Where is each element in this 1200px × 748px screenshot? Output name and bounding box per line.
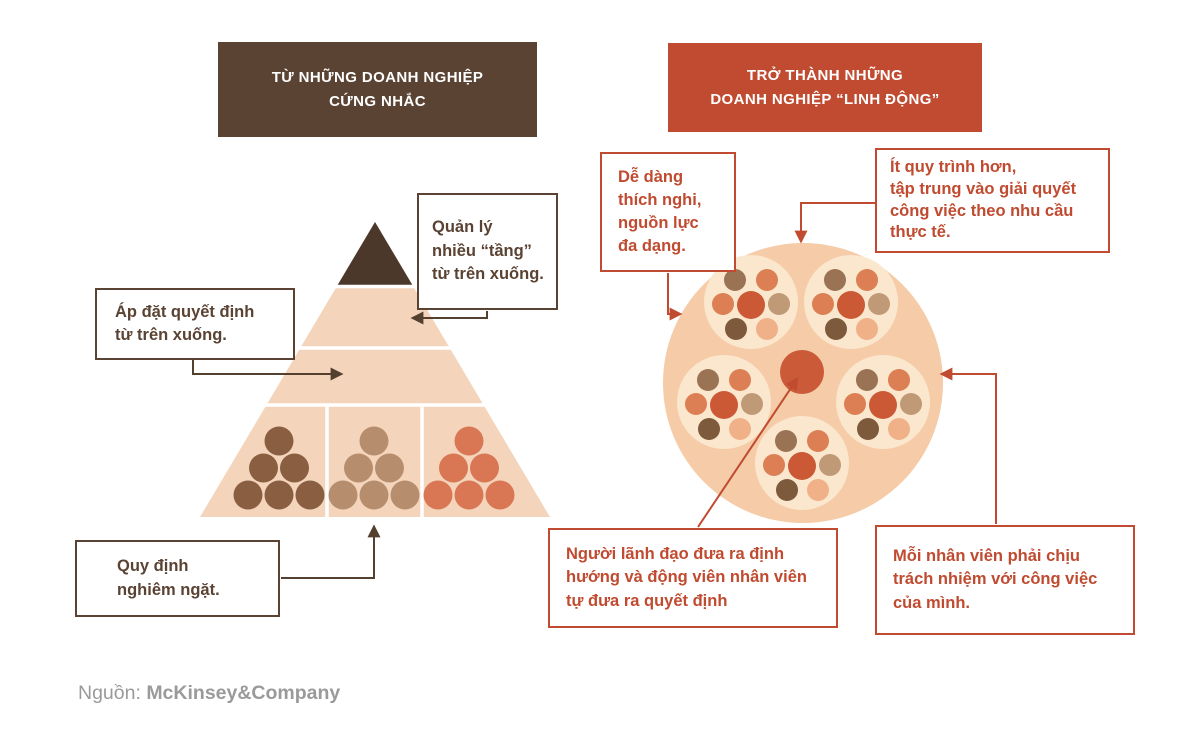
pod-member-dot [824, 269, 846, 291]
pod-member-dot [856, 269, 878, 291]
label-box-leader-guidance: Người lãnh đạo đưa ra định hướng và động… [548, 528, 838, 628]
pod-member-dot [710, 391, 738, 419]
pyramid-worker-dots-right [423, 426, 515, 510]
connector-arrow-responsibility [939, 367, 997, 524]
pod-member-dot [888, 369, 910, 391]
pod-member-dot [775, 430, 797, 452]
connector-arrow-leader [697, 376, 799, 528]
label-box-strict-rules: Quy định nghiêm ngặt. [75, 540, 280, 617]
pod-member-dot [768, 293, 790, 315]
label-box-multi-layer-management: Quản lý nhiều “tầng” từ trên xuống. [417, 193, 558, 310]
pod-member-dot [837, 291, 865, 319]
pod-member-dot [825, 318, 847, 340]
pod-member-dot [888, 418, 910, 440]
pyramid-top-level [337, 222, 413, 286]
label-employee-responsibility: Mỗi nhân viên phải chịu trách nhiệm với … [893, 546, 1098, 612]
pod-member-dot [729, 369, 751, 391]
label-fewer-processes: Ít quy trình hơn, tập trung vào giải quy… [890, 157, 1077, 242]
label-box-employee-responsibility: Mỗi nhân viên phải chịu trách nhiệm với … [875, 525, 1135, 635]
connector-arrow-adapt [667, 273, 683, 321]
pod-member-dot [900, 393, 922, 415]
pod-member-dot [807, 430, 829, 452]
pod-member-dot [756, 269, 778, 291]
connector-arrow-process [794, 202, 875, 244]
pod-member-dot [756, 318, 778, 340]
pyramid-worker-dots-left [233, 426, 325, 510]
leader-circle [780, 350, 824, 394]
label-multi-layer-management: Quản lý nhiều “tầng” từ trên xuống. [432, 218, 544, 284]
pyramid-level-separators [265, 284, 485, 517]
pod-member-dot [737, 291, 765, 319]
label-box-top-down-decisions: Áp đặt quyết định từ trên xuống. [95, 288, 295, 360]
pod-member-dot [729, 418, 751, 440]
source-prefix: Nguồn: [78, 682, 147, 704]
pod-member-dot [776, 479, 798, 501]
connector-arrow-impose [192, 360, 344, 381]
pod-member-dot [868, 293, 890, 315]
header-rigid-label: TỪ NHỮNG DOANH NGHIỆP CỨNG NHẮC [271, 69, 484, 110]
pod-member-dot [725, 318, 747, 340]
pod-member-dot [856, 318, 878, 340]
agile-circle-diagram [663, 202, 997, 528]
label-box-adaptable-resources: Dễ dàng thích nghi, nguồn lực đa dạng. [600, 152, 736, 272]
pod-member-dot [741, 393, 763, 415]
pod-member-dots [685, 269, 922, 501]
pod-member-dot [763, 454, 785, 476]
header-rigid-companies: TỪ NHỮNG DOANH NGHIỆP CỨNG NHẮC [218, 42, 537, 137]
pod-member-dot [724, 269, 746, 291]
pod-member-dot [712, 293, 734, 315]
label-top-down-decisions: Áp đặt quyết định từ trên xuống. [115, 302, 255, 344]
pod-member-dot [788, 452, 816, 480]
label-adaptable-resources: Dễ dàng thích nghi, nguồn lực đa dạng. [618, 168, 702, 255]
label-box-fewer-processes: Ít quy trình hơn, tập trung vào giải quy… [875, 148, 1110, 253]
pod-member-dot [697, 369, 719, 391]
pod-member-dot [807, 479, 829, 501]
header-agile-companies: TRỞ THÀNH NHỮNG DOANH NGHIỆP “LINH ĐỘNG” [668, 43, 982, 132]
pod-member-dot [856, 369, 878, 391]
pod-member-dot [857, 418, 879, 440]
pod-member-dot [869, 391, 897, 419]
connector-arrow-rules [281, 524, 381, 579]
source-credit: Nguồn: McKinsey&Company [78, 682, 340, 705]
pod-member-dot [685, 393, 707, 415]
header-agile-label: TRỞ THÀNH NHỮNG DOANH NGHIỆP “LINH ĐỘNG” [710, 67, 940, 108]
pod-member-dot [844, 393, 866, 415]
pod-member-dot [812, 293, 834, 315]
label-leader-guidance: Người lãnh đạo đưa ra định hướng và động… [566, 544, 807, 610]
pyramid-diagram [192, 222, 550, 579]
pod-member-dot [819, 454, 841, 476]
source-name: McKinsey&Company [146, 682, 341, 704]
pyramid-worker-dots-middle [328, 426, 420, 510]
connector-arrow-manage [410, 311, 488, 325]
pod-member-dot [698, 418, 720, 440]
label-strict-rules: Quy định nghiêm ngặt. [117, 557, 220, 599]
